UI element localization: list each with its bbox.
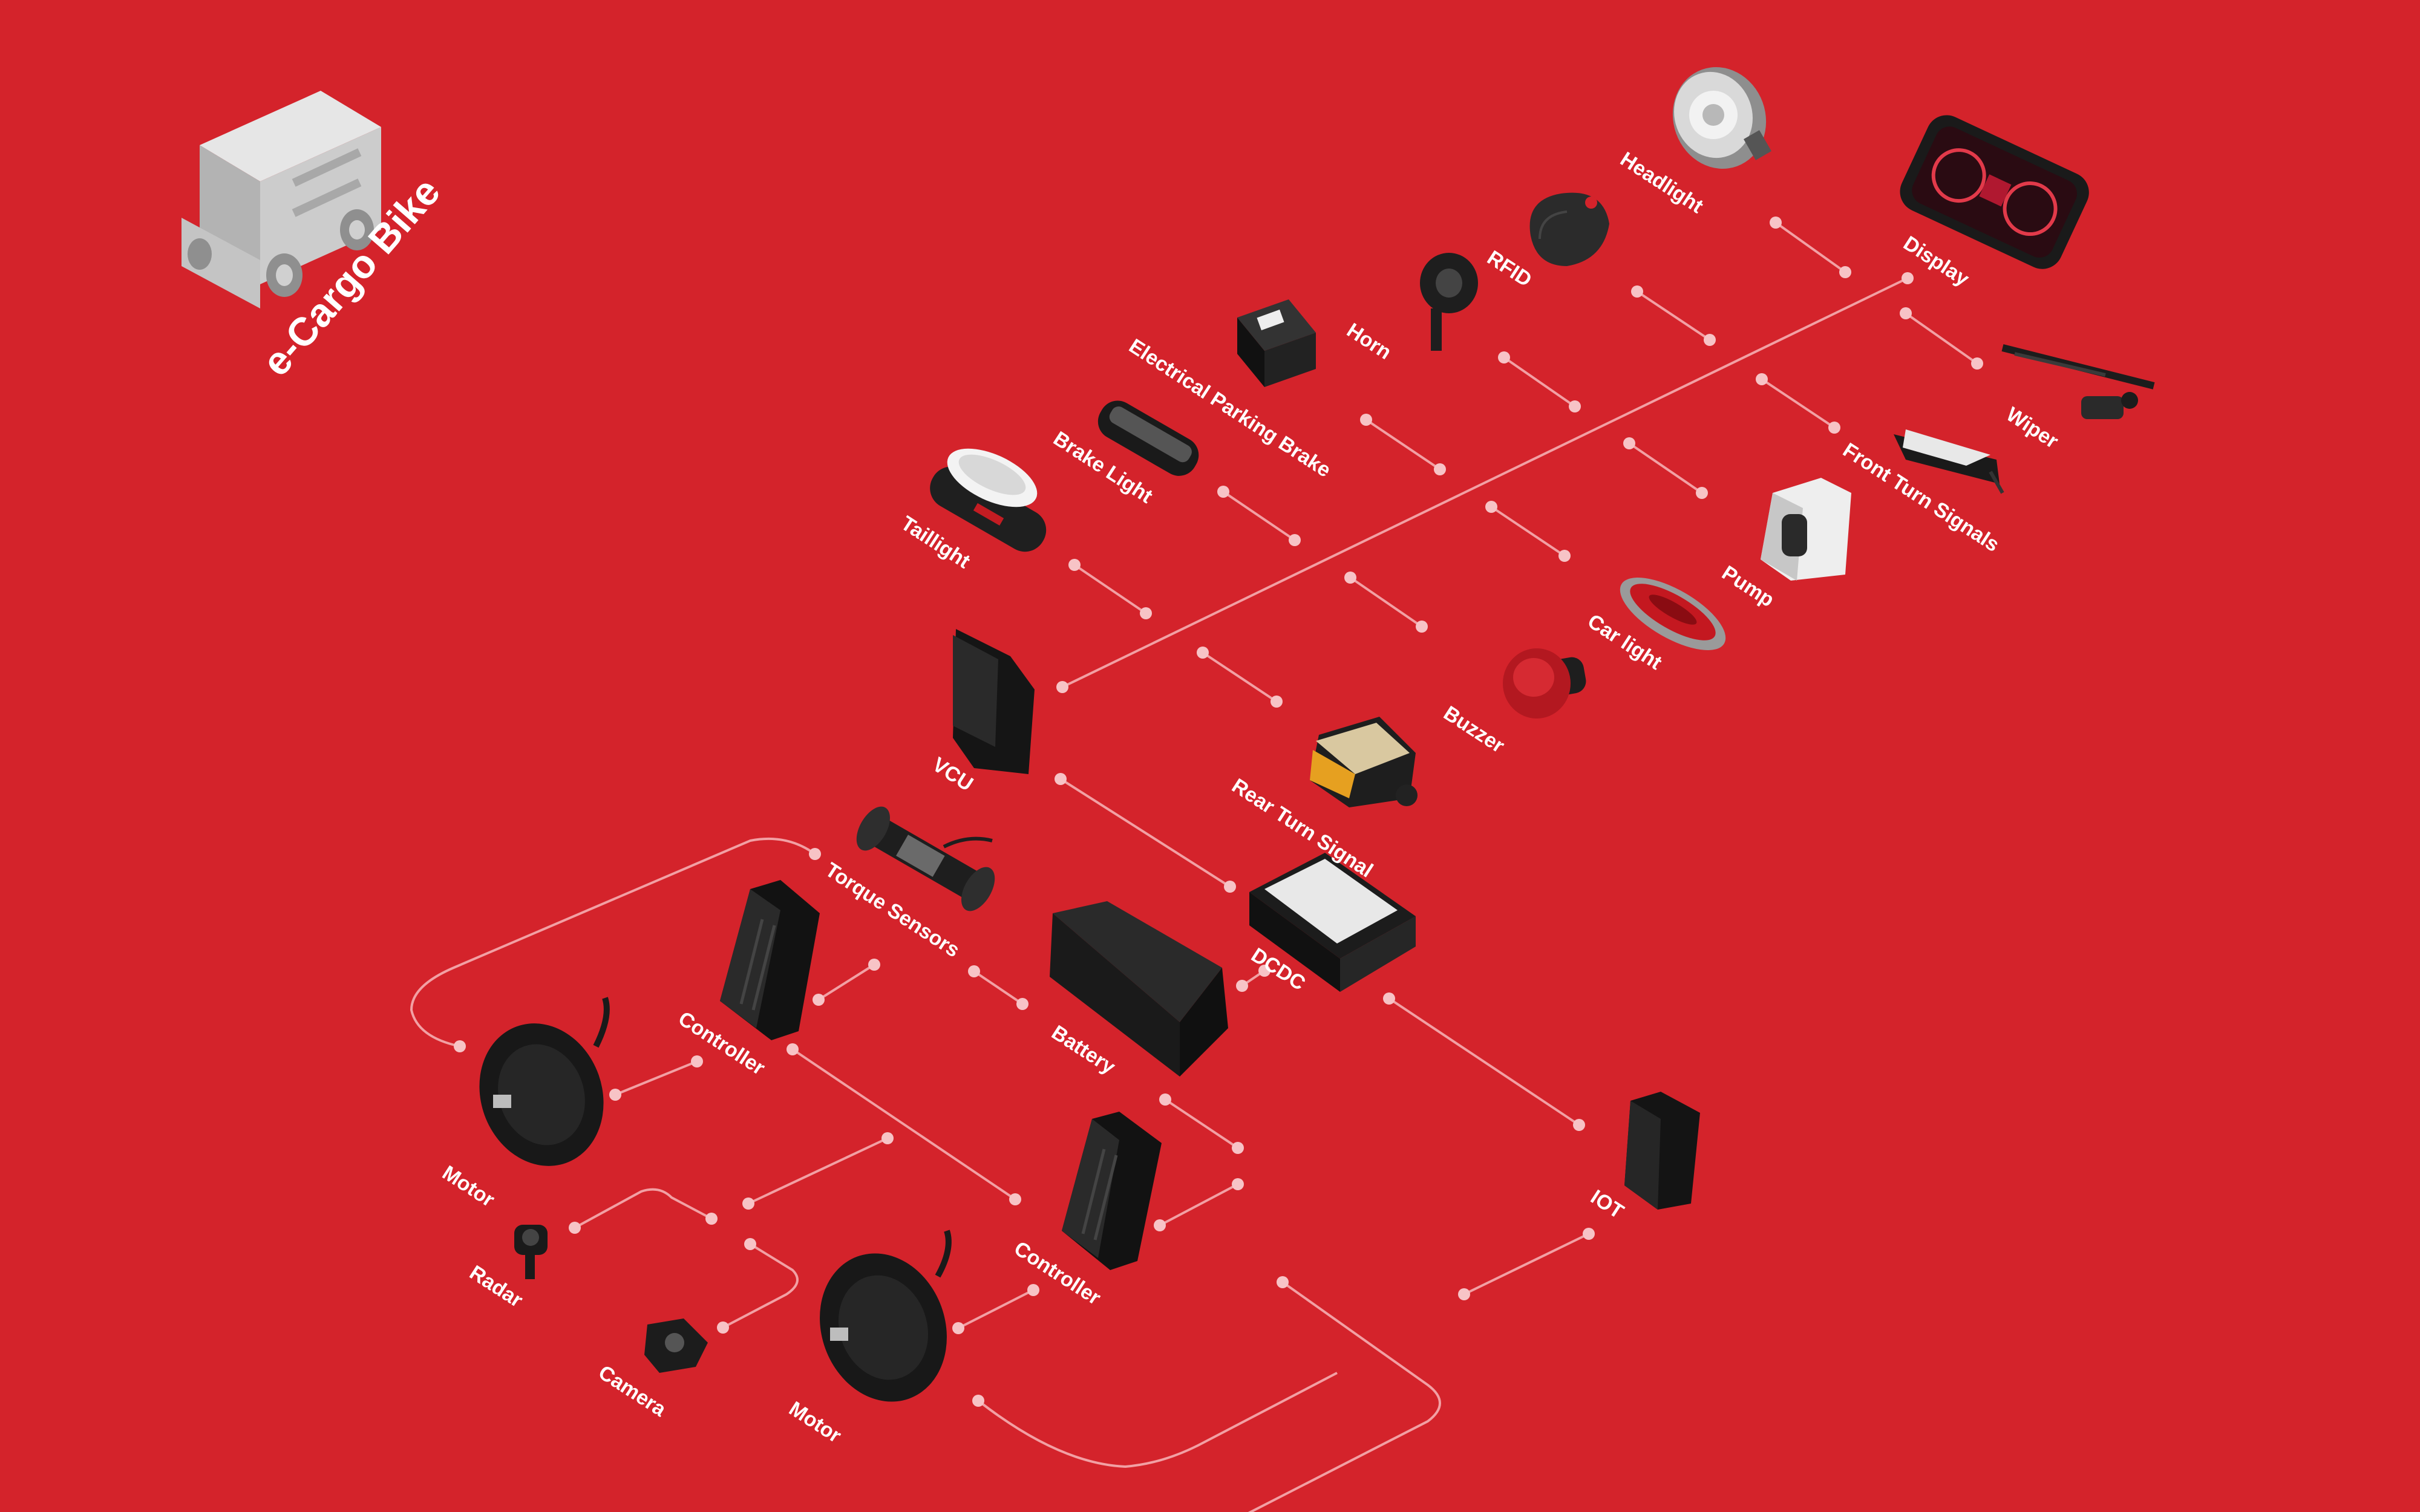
motor-controller-icon-2[interactable]: [1062, 1112, 1162, 1270]
connector-nodes: [454, 217, 1983, 1407]
wiper-icon[interactable]: [2001, 344, 2155, 419]
battery-icon[interactable]: [1050, 901, 1228, 1077]
motor-controller-icon-1[interactable]: [720, 880, 820, 1040]
iot-module-icon[interactable]: [1624, 1092, 1700, 1210]
connectors: [615, 221, 1978, 1329]
torque-sensor-icon[interactable]: [849, 801, 1001, 916]
display-icon[interactable]: [1893, 108, 2096, 276]
rfid-tag-icon[interactable]: [1529, 192, 1609, 266]
hub-motor-icon-2[interactable]: [799, 1230, 967, 1419]
parking-brake-switch-icon[interactable]: [1237, 299, 1316, 387]
wiring-harness: [410, 277, 1908, 1512]
dcdc-converter-icon[interactable]: [1249, 853, 1416, 992]
hub-motor-icon-1[interactable]: [460, 997, 623, 1184]
brake-light-icon[interactable]: [1091, 394, 1205, 483]
headlight-icon[interactable]: [1659, 54, 1781, 182]
radar-icon[interactable]: [514, 1225, 548, 1279]
taillight-icon[interactable]: [923, 437, 1054, 559]
car-light-icon[interactable]: [1609, 563, 1736, 664]
pump-icon[interactable]: [1761, 478, 1851, 581]
cargo-vehicle-icon: [182, 91, 381, 308]
rear-turn-signal-icon[interactable]: [1310, 717, 1418, 807]
camera-icon[interactable]: [644, 1318, 708, 1373]
horn-icon[interactable]: [1420, 253, 1478, 351]
front-turn-signal-icon[interactable]: [1894, 429, 2004, 494]
buzzer-icon[interactable]: [1503, 648, 1588, 719]
vcu-icon[interactable]: [953, 629, 1035, 774]
